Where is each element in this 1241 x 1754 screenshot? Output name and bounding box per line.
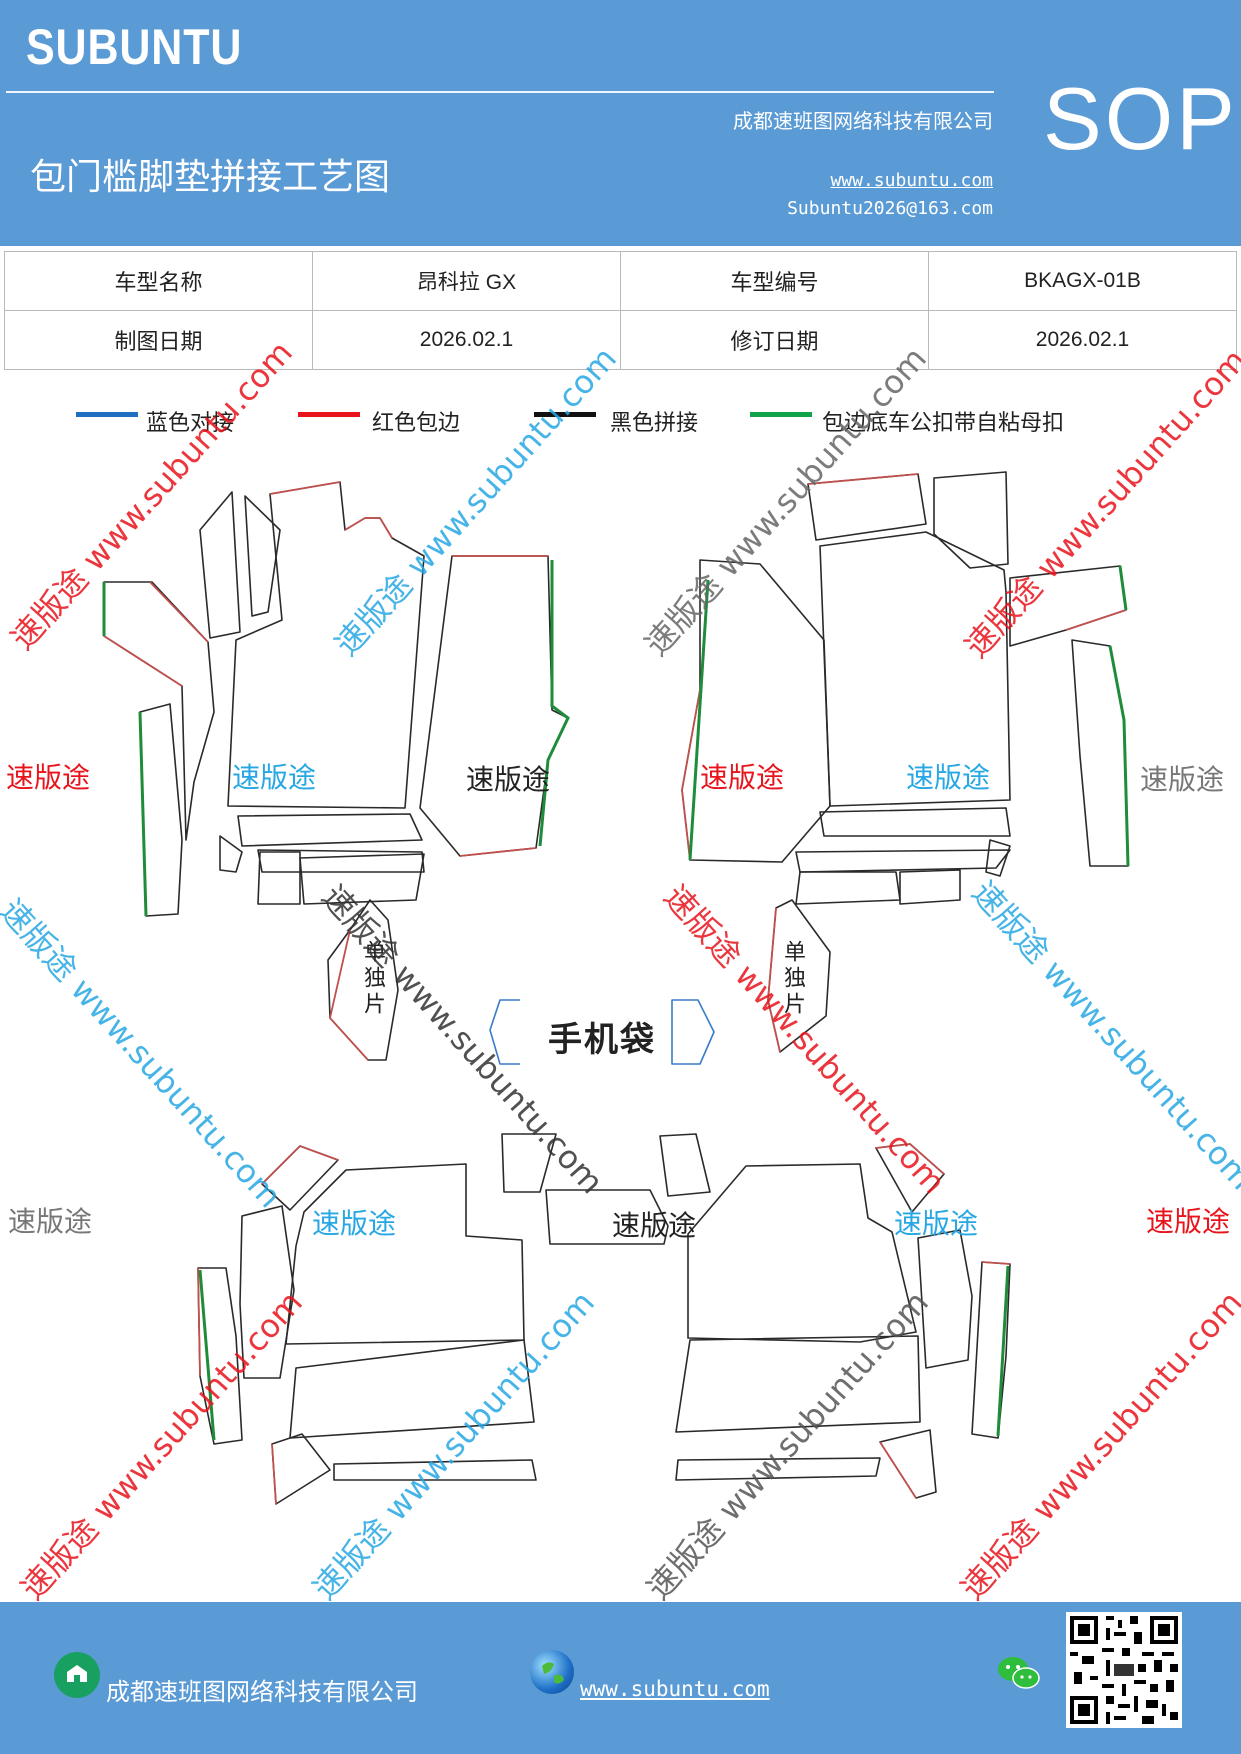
header-website-link[interactable]: www.subuntu.com [830,170,993,191]
wechat-icon[interactable] [996,1654,1042,1694]
single-piece-label: 单独片 [780,940,805,1018]
pattern-piece [199,491,241,639]
document-title: 包门槛脚垫拼接工艺图 [30,157,391,198]
footer-website-link[interactable]: www.subuntu.com [580,1677,770,1701]
brand-mark-label: 速版途 [612,1209,697,1242]
draw-date-value: 2026.02.1 [312,310,621,370]
brand-mark-label: 速版途 [1146,1205,1231,1238]
legend-swatch-blue [76,412,138,417]
legend-swatch-green [750,412,812,417]
revise-date-label: 修订日期 [620,310,929,370]
brand-mark-label: 速版途 [232,761,317,794]
legend-label-blue: 蓝色对接 [146,411,235,436]
brand-mark-label: 速版途 [312,1207,397,1240]
header-divider [6,91,994,93]
legend-swatch-red [298,412,360,417]
qr-code [1066,1612,1182,1728]
building-icon [54,1652,100,1698]
brand-mark-label: 速版途 [906,761,991,794]
brand-mark-label: 速版途 [466,763,551,796]
single-piece-label: 单独片 [360,940,385,1018]
brand-mark-label: 速版途 [6,761,91,794]
model-code-label: 车型编号 [620,251,929,311]
pattern-piece [244,495,281,617]
revise-date-value: 2026.02.1 [928,310,1237,370]
model-name-value: 昂科拉 GX [312,251,621,311]
legend-swatch-black [534,412,596,417]
table-row: 制图日期 2026.02.1 修订日期 2026.02.1 [4,310,1237,370]
brand-mark-label: 速版途 [8,1205,93,1238]
brand-logo: SUBUNTU [26,19,243,75]
legend-label-red: 红色包边 [372,411,461,436]
globe-icon [530,1650,574,1694]
sop-badge: SOP [1043,69,1238,168]
table-row: 车型名称 昂科拉 GX 车型编号 BKAGX-01B [4,251,1237,311]
draw-date-label: 制图日期 [4,310,313,370]
model-name-label: 车型名称 [4,251,313,311]
legend-label-black: 黑色拼接 [610,411,699,436]
pattern-drawing [102,471,1130,1505]
header-banner [0,0,1241,246]
header-company: 成都速班图网络科技有限公司 [733,109,993,133]
model-code-value: BKAGX-01B [928,251,1237,311]
brand-mark-label: 速版途 [894,1207,979,1240]
vehicle-info-table: 车型名称 昂科拉 GX 车型编号 BKAGX-01B 制图日期 2026.02.… [4,251,1237,370]
header-email: Subuntu2026@163.com [787,198,993,219]
phone-pocket-label: 手机袋 [548,1020,656,1060]
footer-company: 成都速班图网络科技有限公司 [106,1678,418,1706]
brand-mark-label: 速版途 [1140,763,1225,796]
legend-label-green: 包边底车公扣带自粘母扣 [822,411,1065,436]
brand-mark-label: 速版途 [700,761,785,794]
